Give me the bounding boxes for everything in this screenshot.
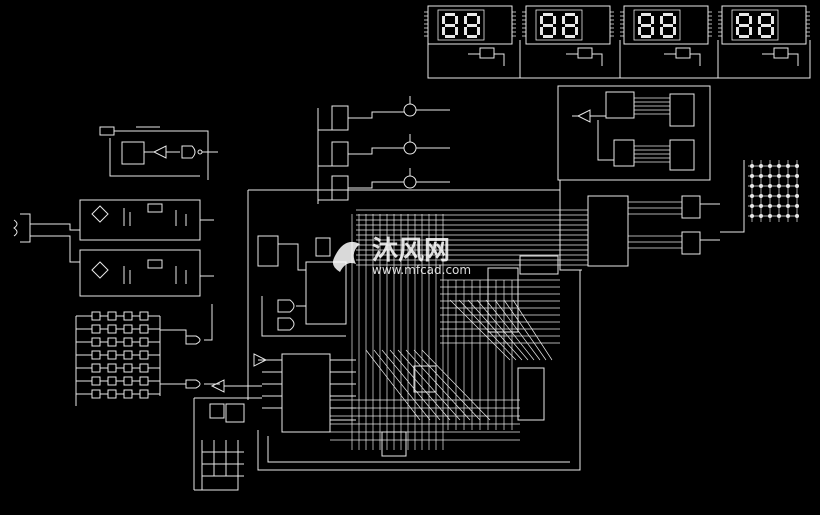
matrix-led-icon: [777, 214, 781, 218]
matrix-led-icon: [759, 204, 763, 208]
seven-segment-display: [718, 5, 810, 66]
switch-key: [139, 324, 149, 334]
switch-key: [91, 324, 101, 334]
seven-segment-display: [522, 5, 614, 66]
switch-key: [123, 337, 133, 347]
switch-key: [107, 311, 117, 321]
seven-segment-display-row: [424, 5, 811, 79]
matrix-led-icon: [768, 194, 772, 198]
switch-key: [91, 311, 101, 321]
switch-key: [107, 324, 117, 334]
matrix-led-icon: [759, 184, 763, 188]
matrix-led-icon: [786, 204, 790, 208]
timer-oscillator-block: [99, 126, 218, 180]
switch-key: [139, 363, 149, 373]
switch-key: [91, 350, 101, 360]
matrix-led-icon: [768, 204, 772, 208]
matrix-led-icon: [777, 204, 781, 208]
matrix-led-icon: [750, 174, 754, 178]
switch-key: [123, 311, 133, 321]
switch-key: [91, 389, 101, 399]
matrix-led-icon: [759, 214, 763, 218]
switch-key: [139, 389, 149, 399]
matrix-led-icon: [750, 194, 754, 198]
motor-driver-stages: [317, 96, 450, 204]
power-supply-block: [13, 199, 214, 297]
switch-key: [123, 324, 133, 334]
reset-clock-block: [193, 379, 262, 491]
watermark-logo-icon: [332, 241, 360, 272]
switch-key: [91, 376, 101, 386]
watermark: 沐风网 www.mfcad.com: [332, 236, 471, 277]
switch-key: [139, 311, 149, 321]
switch-key: [123, 363, 133, 373]
central-logic-area: [247, 180, 720, 471]
switch-key: [91, 337, 101, 347]
seven-segment-display: [424, 5, 516, 66]
matrix-led-icon: [750, 204, 754, 208]
watermark-brand: 沐风网: [372, 236, 450, 266]
matrix-led-icon: [750, 184, 754, 188]
switch-key: [107, 376, 117, 386]
switch-key: [91, 363, 101, 373]
switch-key: [139, 376, 149, 386]
seven-segment-display: [620, 5, 712, 66]
display-driver-block: [557, 85, 711, 181]
matrix-led-icon: [786, 214, 790, 218]
matrix-led-icon: [768, 214, 772, 218]
switch-key: [123, 350, 133, 360]
switch-key: [139, 350, 149, 360]
matrix-led-icon: [768, 184, 772, 188]
switch-key: [139, 337, 149, 347]
switch-key: [107, 389, 117, 399]
matrix-led-icon: [777, 194, 781, 198]
switch-key: [123, 389, 133, 399]
watermark-url: www.mfcad.com: [372, 263, 471, 277]
led-matrix: [720, 160, 799, 233]
switch-bank: [75, 304, 220, 406]
matrix-led-icon: [759, 174, 763, 178]
matrix-led-icon: [750, 214, 754, 218]
switch-key: [107, 350, 117, 360]
switch-key: [107, 337, 117, 347]
switch-key: [123, 376, 133, 386]
matrix-led-icon: [759, 194, 763, 198]
switch-key: [107, 363, 117, 373]
matrix-led-icon: [795, 214, 799, 218]
matrix-led-icon: [750, 164, 754, 168]
